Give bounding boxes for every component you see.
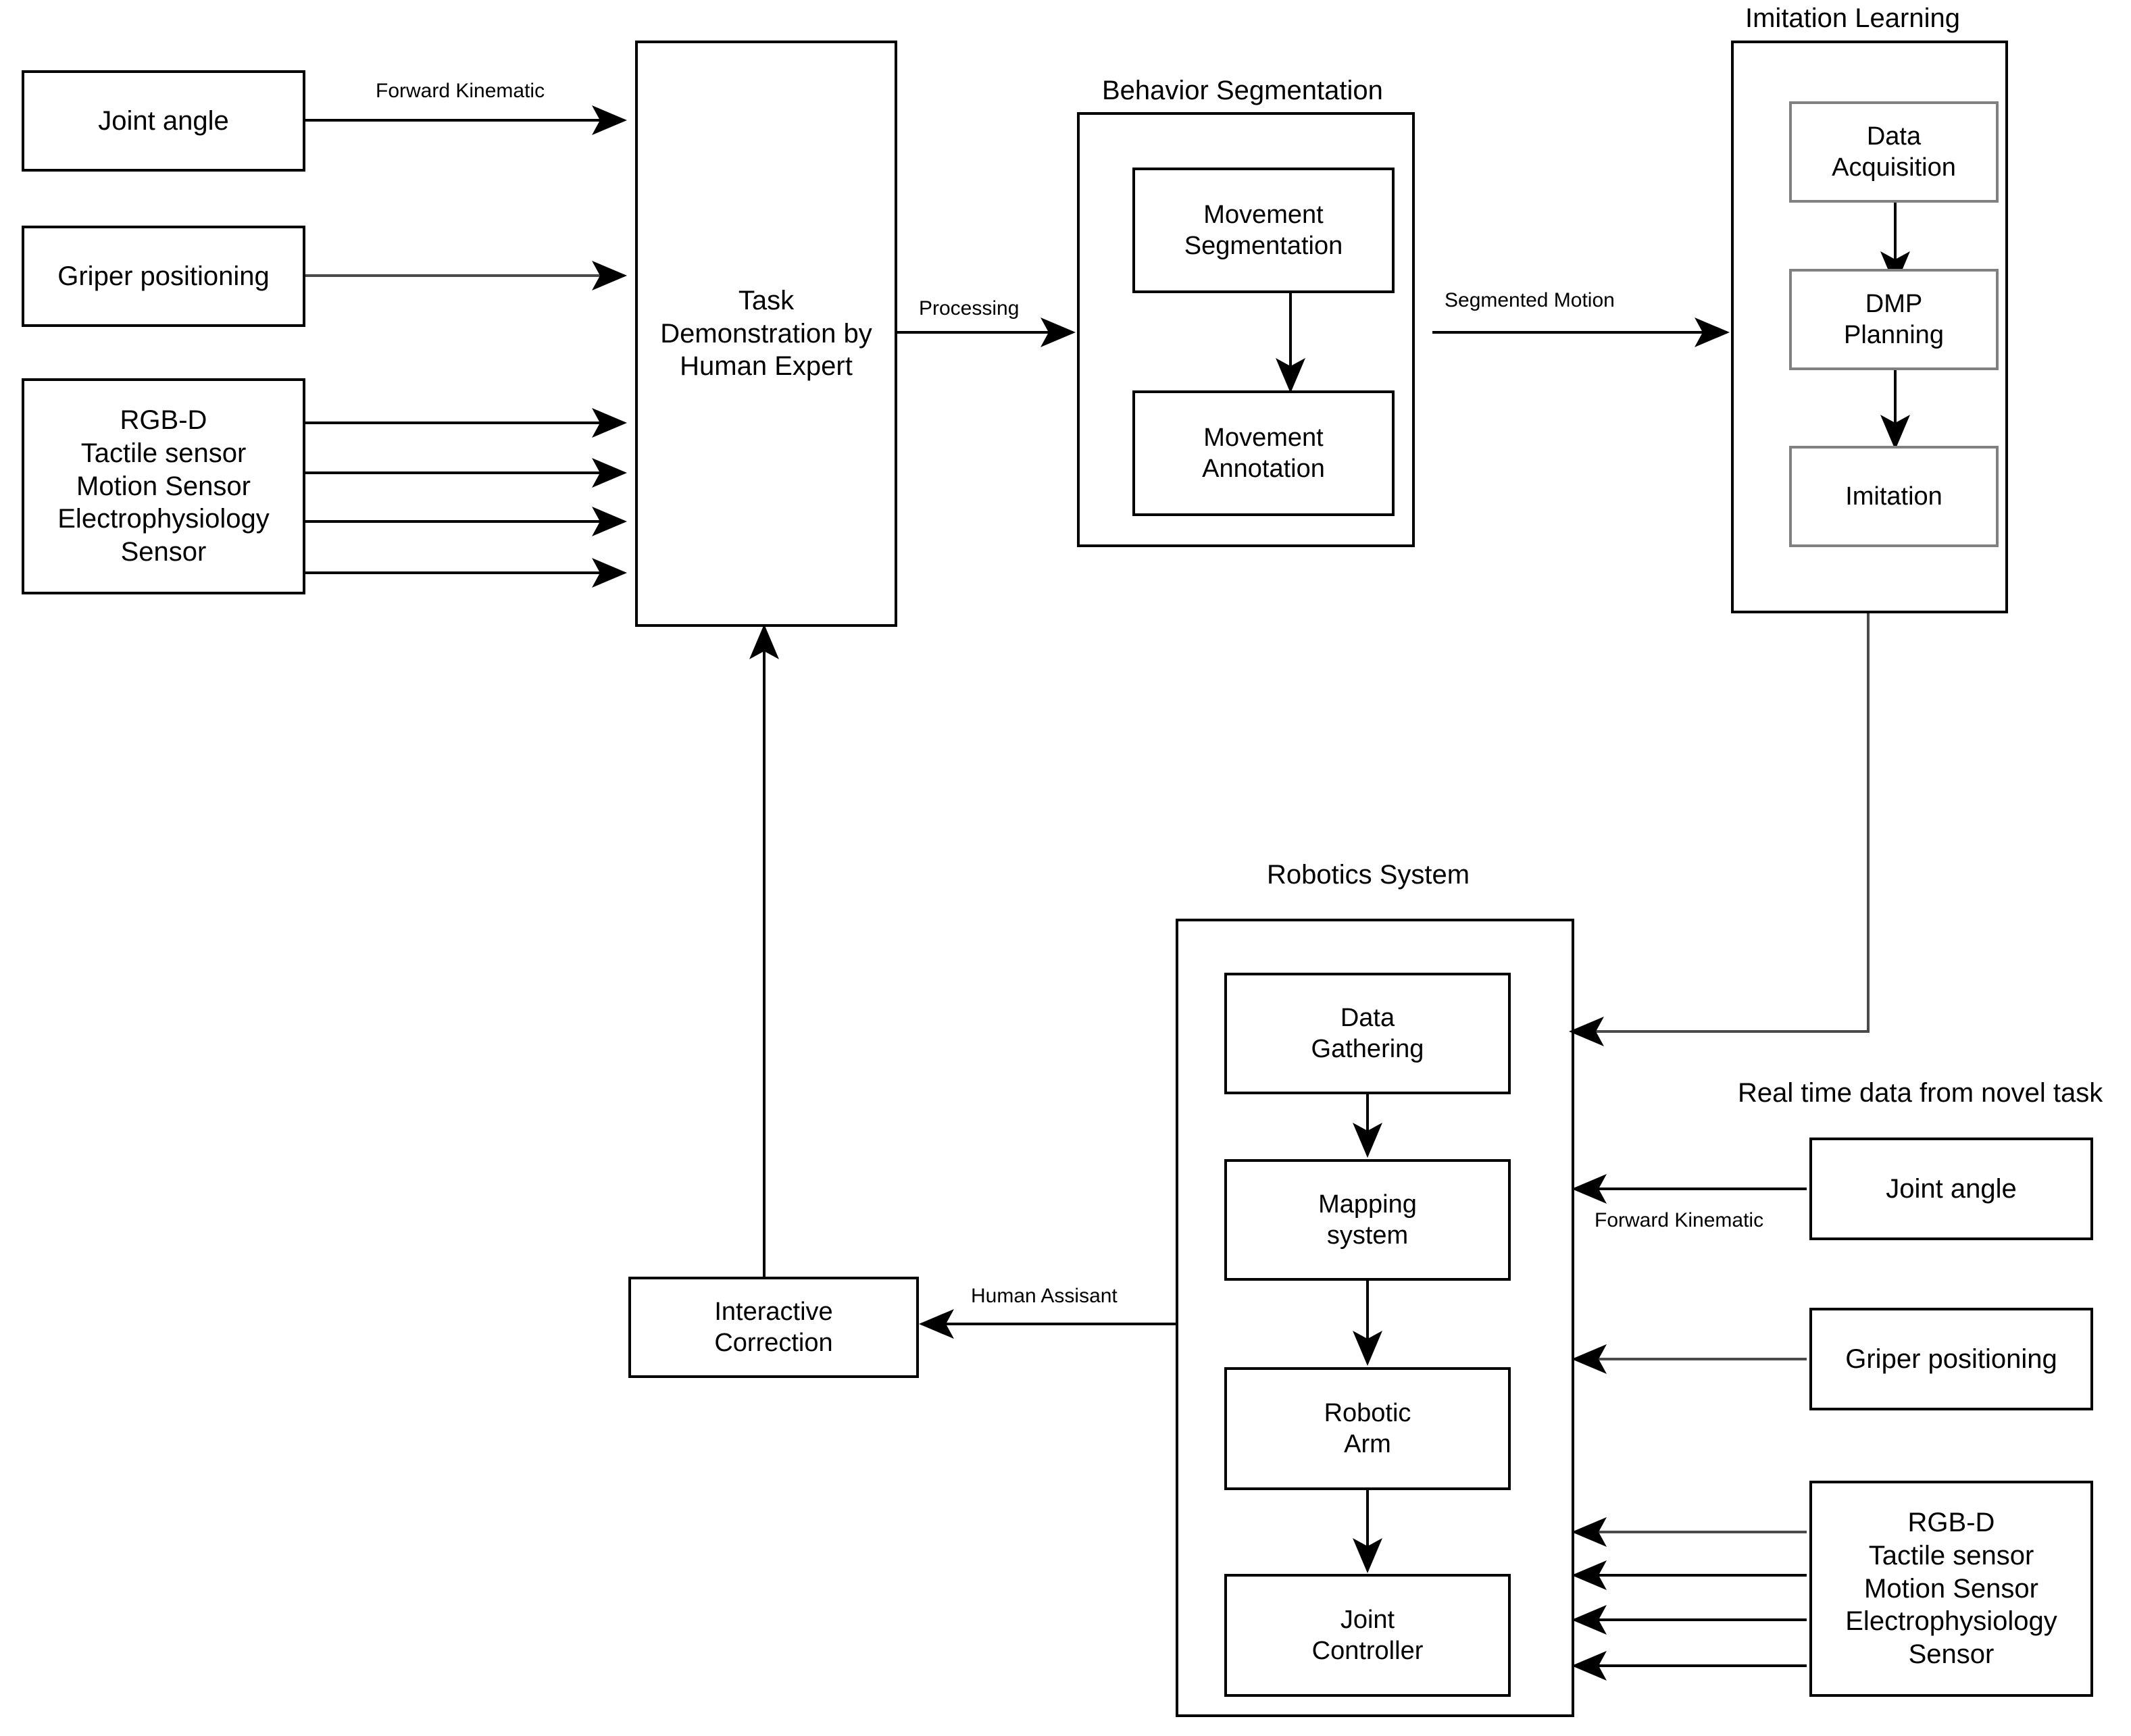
node-label: Mapping system [1318, 1190, 1417, 1250]
node-data-gathering[interactable]: Data Gathering [1224, 973, 1511, 1094]
edge-label-forward-kinematic-bottom: Forward Kinematic [1595, 1209, 1764, 1231]
imitation-learning-title: Imitation Learning [1745, 3, 1960, 33]
node-label: Joint Controller [1311, 1605, 1424, 1665]
edge-label-forward-kinematic-top: Forward Kinematic [376, 80, 545, 102]
edge-label-segmented-motion: Segmented Motion [1445, 289, 1615, 311]
node-movement-segmentation[interactable]: Movement Segmentation [1132, 168, 1395, 293]
node-label: Griper positioning [1845, 1344, 2057, 1374]
real-time-data-title: Real time data from novel task [1738, 1078, 2103, 1108]
node-label: Imitation [1845, 482, 1942, 511]
node-dmp-planning[interactable]: DMP Planning [1789, 269, 1999, 370]
robotics-system-group [1176, 919, 1574, 1717]
node-griper-positioning-left[interactable]: Griper positioning [22, 226, 305, 327]
node-label: Griper positioning [57, 261, 270, 291]
node-interactive-correction[interactable]: Interactive Correction [628, 1277, 919, 1378]
node-movement-annotation[interactable]: Movement Annotation [1132, 390, 1395, 516]
node-label: Joint angle [98, 105, 229, 136]
node-sensor-stack-right[interactable]: RGB-D Tactile sensor Motion Sensor Elect… [1809, 1481, 2093, 1697]
node-data-acquisition[interactable]: Data Acquisition [1789, 101, 1999, 203]
node-mapping-system[interactable]: Mapping system [1224, 1159, 1511, 1281]
node-label: DMP Planning [1844, 289, 1944, 349]
node-imitation[interactable]: Imitation [1789, 446, 1999, 547]
node-label: Interactive Correction [714, 1297, 833, 1357]
node-sensor-stack-left[interactable]: RGB-D Tactile sensor Motion Sensor Elect… [22, 378, 305, 594]
node-robotic-arm[interactable]: Robotic Arm [1224, 1367, 1511, 1490]
node-label: Data Gathering [1311, 1003, 1424, 1063]
node-joint-controller[interactable]: Joint Controller [1224, 1574, 1511, 1697]
edge-label-processing: Processing [919, 297, 1020, 320]
node-label: RGB-D Tactile sensor Motion Sensor Elect… [57, 405, 270, 567]
node-label: Movement Segmentation [1184, 200, 1343, 260]
node-label: Movement Annotation [1202, 423, 1325, 483]
node-griper-positioning-right[interactable]: Griper positioning [1809, 1308, 2093, 1410]
node-joint-angle-left[interactable]: Joint angle [22, 70, 305, 172]
behavior-segmentation-group [1077, 112, 1415, 547]
node-label: RGB-D Tactile sensor Motion Sensor Elect… [1845, 1508, 2057, 1670]
node-task-demonstration[interactable]: Task Demonstration by Human Expert [635, 41, 897, 627]
node-label: Joint angle [1886, 1173, 2017, 1204]
edge-label-human-assisant: Human Assisant [971, 1285, 1118, 1307]
behavior-segmentation-title: Behavior Segmentation [1102, 76, 1383, 105]
node-label: Data Acquisition [1832, 122, 1956, 182]
node-joint-angle-right[interactable]: Joint angle [1809, 1138, 2093, 1240]
imitation-learning-group [1731, 41, 2008, 613]
robotics-system-title: Robotics System [1267, 860, 1470, 890]
node-label: Robotic Arm [1324, 1398, 1411, 1458]
node-label: Task Demonstration by Human Expert [660, 285, 872, 382]
